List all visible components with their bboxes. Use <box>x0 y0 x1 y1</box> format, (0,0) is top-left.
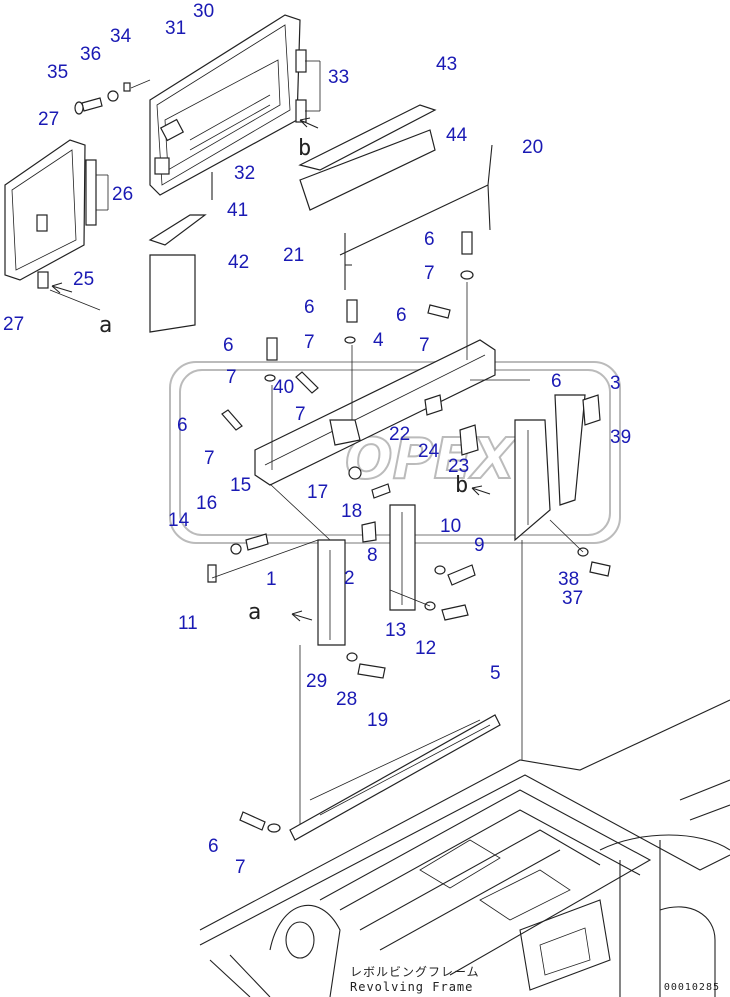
part-label: 16 <box>196 493 218 514</box>
part-label: 11 <box>178 613 198 634</box>
alignment-lines <box>211 282 584 830</box>
part-label: 18 <box>341 501 363 522</box>
part-label: 26 <box>112 184 134 205</box>
frame-caption-jp: レボルビングフレーム <box>350 965 480 979</box>
bolts <box>207 231 611 833</box>
support-frame <box>254 339 601 646</box>
part-label: 6 <box>208 836 219 857</box>
part-label: 15 <box>230 475 252 496</box>
top-door-assembly <box>149 14 321 200</box>
part-label: 10 <box>440 516 462 537</box>
part-label: 7 <box>304 332 315 353</box>
part-label: 7 <box>419 335 430 356</box>
part-label: 6 <box>177 415 188 436</box>
view-label-b: b <box>298 136 312 161</box>
part-label: 7 <box>295 404 306 425</box>
part-label: 36 <box>80 44 102 65</box>
part-label: 6 <box>223 335 234 356</box>
part-label: 7 <box>204 448 215 469</box>
part-label: 22 <box>389 424 411 445</box>
part-label: 6 <box>304 297 315 318</box>
part-label: 31 <box>165 18 187 39</box>
part-label: 40 <box>273 377 295 398</box>
part-label: 24 <box>418 441 440 462</box>
view-label-a: a <box>248 600 262 625</box>
part-label: 8 <box>367 545 378 566</box>
part-label: 14 <box>168 510 190 531</box>
part-label: 34 <box>110 26 132 47</box>
part-label: 6 <box>551 371 562 392</box>
part-label: 6 <box>424 229 435 250</box>
bolt-35-washer-36 <box>74 79 151 115</box>
part-label: 7 <box>226 367 237 388</box>
view-arrows <box>51 117 491 622</box>
part-label: 9 <box>474 535 485 556</box>
part-label: 41 <box>227 200 249 221</box>
part-label: 21 <box>283 245 305 266</box>
part-label: 44 <box>446 125 468 146</box>
lower-cover <box>289 714 501 841</box>
drawing-code: 00010285 <box>663 982 720 993</box>
watermark-text: OPEX <box>345 427 518 492</box>
part-label: 39 <box>610 427 632 448</box>
left-door-assembly <box>4 139 109 311</box>
part-label: 20 <box>522 137 544 158</box>
part-label: 12 <box>415 638 437 659</box>
part-label: 42 <box>228 252 250 273</box>
part-label: 1 <box>266 569 277 590</box>
part-label: 27 <box>38 109 60 130</box>
part-label: 7 <box>424 263 435 284</box>
view-label-a: a <box>99 313 113 338</box>
part-label: 7 <box>235 857 246 878</box>
part-label: 3 <box>610 373 621 394</box>
watermark: OPEX <box>169 361 621 544</box>
part-label: 29 <box>306 671 328 692</box>
part-label: 13 <box>385 620 407 641</box>
revolving-frame <box>199 699 730 997</box>
part-label: 2 <box>344 568 355 589</box>
part-label: 5 <box>490 663 501 684</box>
part-label: 35 <box>47 62 69 83</box>
part-label: 4 <box>373 330 384 351</box>
part-label: 23 <box>448 456 470 477</box>
part-label: 17 <box>307 482 329 503</box>
part-label: 43 <box>436 54 458 75</box>
rods <box>339 144 493 290</box>
part-label: 30 <box>193 1 215 22</box>
frame-caption-en: Revolving Frame <box>350 980 474 994</box>
part-label: 19 <box>367 710 389 731</box>
insulation-pads <box>148 104 437 333</box>
part-label: 28 <box>336 689 358 710</box>
part-label: 32 <box>234 163 256 184</box>
view-label-b: b <box>455 473 469 498</box>
part-label: 6 <box>396 305 407 326</box>
part-label: 38 <box>558 569 580 590</box>
part-label: 33 <box>328 67 350 88</box>
part-label: 37 <box>562 588 584 609</box>
part-label: 25 <box>73 269 95 290</box>
part-label: 27 <box>3 314 25 335</box>
